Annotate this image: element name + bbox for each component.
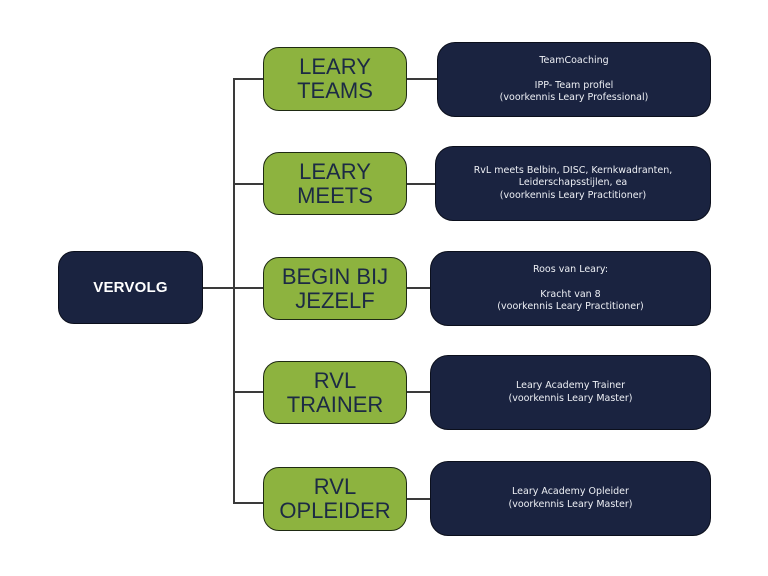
branch-title-line-2: JEZELF bbox=[295, 287, 375, 313]
branch-title-line-2: OPLEIDER bbox=[279, 498, 391, 523]
detail-node-rvl-opleider: Leary Academy Opleider (voorkennis Leary… bbox=[430, 461, 711, 536]
connector-trunk bbox=[233, 78, 235, 504]
detail-node-rvl-trainer: Leary Academy Trainer (voorkennis Leary … bbox=[430, 355, 711, 430]
root-node-vervolg: VERVOLG bbox=[58, 251, 203, 324]
detail-text: Leary Academy Opleider (voorkennis Leary… bbox=[508, 486, 633, 510]
connector-branch-4-to-detail bbox=[406, 391, 431, 393]
connector-trunk-to-branch-1 bbox=[233, 78, 264, 80]
detail-text: Roos van Leary: Kracht van 8 (voorkennis… bbox=[497, 263, 644, 313]
detail-text: TeamCoaching IPP- Team profiel (voorkenn… bbox=[499, 54, 649, 104]
branch-title-line-1: RVL bbox=[313, 367, 357, 393]
connector-branch-3-to-detail bbox=[406, 287, 431, 289]
connector-trunk-to-branch-5 bbox=[233, 502, 264, 504]
branch-node-rvl-opleider: RVL OPLEIDER bbox=[263, 467, 407, 531]
branch-node-begin-bij-jezelf: BEGIN BIJ JEZELF bbox=[263, 257, 407, 320]
connector-branch-5-to-detail bbox=[406, 498, 431, 500]
detail-node-leary-teams: TeamCoaching IPP- Team profiel (voorkenn… bbox=[437, 42, 711, 117]
branch-title-line-2: MEETS bbox=[297, 182, 373, 208]
root-node-label: VERVOLG bbox=[93, 279, 168, 296]
branch-node-leary-meets: LEARY MEETS bbox=[263, 152, 407, 215]
connector-branch-1-to-detail bbox=[406, 78, 438, 80]
detail-node-begin-bij-jezelf: Roos van Leary: Kracht van 8 (voorkennis… bbox=[430, 251, 711, 326]
branch-title-line-2: TEAMS bbox=[297, 78, 373, 103]
connector-branch-2-to-detail bbox=[406, 183, 436, 185]
connector-trunk-to-branch-2 bbox=[233, 183, 264, 185]
detail-text: RvL meets Belbin, DISC, Kernkwadranten, … bbox=[473, 164, 673, 201]
branch-node-leary-teams: LEARY TEAMS bbox=[263, 47, 407, 111]
connector-root-to-trunk bbox=[202, 287, 235, 289]
detail-node-leary-meets: RvL meets Belbin, DISC, Kernkwadranten, … bbox=[435, 146, 711, 221]
branch-title-line-2: TRAINER bbox=[286, 391, 384, 417]
connector-trunk-to-branch-4 bbox=[233, 391, 264, 393]
branch-title-line-1: BEGIN BIJ bbox=[281, 263, 389, 289]
detail-text: Leary Academy Trainer (voorkennis Leary … bbox=[508, 380, 633, 404]
connector-trunk-to-branch-3 bbox=[233, 287, 264, 289]
branch-title-line-1: RVL bbox=[313, 474, 357, 499]
branch-node-rvl-trainer: RVL TRAINER bbox=[263, 361, 407, 424]
branch-title-line-1: LEARY bbox=[299, 158, 371, 184]
branch-title-line-1: LEARY bbox=[299, 54, 371, 79]
